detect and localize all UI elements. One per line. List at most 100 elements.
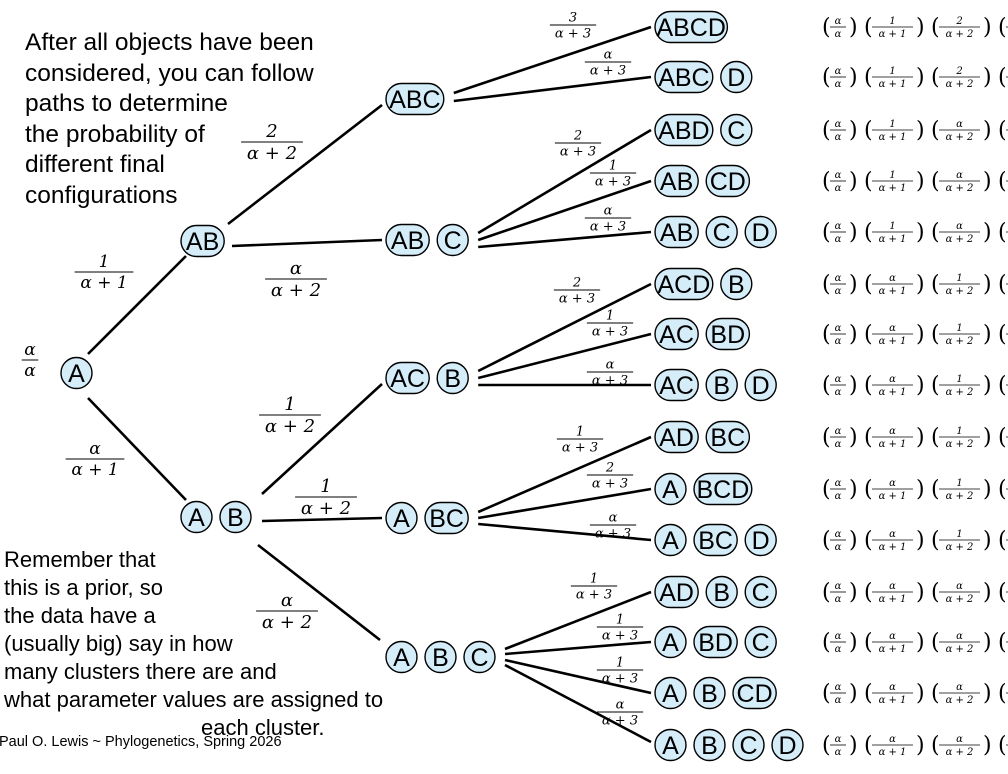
cluster-label: AC [390,365,425,393]
paren-open: ( [864,15,873,40]
edge [477,179,652,242]
fraction-denominator: α + 1 [80,273,127,293]
path-probability-row: (αα)(αα + 1)(1α + 2)(2α + 3) [822,477,1008,502]
path-factor: (αα) [822,528,858,553]
edge [477,435,652,514]
paren-open: ( [998,322,1007,347]
path-probability-row: (αα)(1α + 1)(αα + 2)(1α + 3) [822,169,1008,194]
edge [504,640,652,656]
fraction-numerator: 2 [573,128,582,143]
edge [261,383,383,495]
fraction-numerator: α [956,631,963,642]
path-factor: (1α + 3) [998,630,1008,655]
fraction-denominator: α + 1 [879,695,907,706]
paren-close: ) [849,322,858,347]
paren-open: ( [864,169,873,194]
fraction-denominator: α + 2 [946,387,974,398]
paren-open: ( [998,169,1007,194]
edge [504,663,652,744]
cluster-pill [180,224,225,258]
fraction-numerator: α [835,323,842,334]
cluster-label: C [739,732,757,760]
fraction-denominator: α + 1 [879,491,907,502]
fraction-denominator: α + 2 [946,79,974,90]
fraction-numerator: 2 [605,460,614,475]
fraction-numerator: α [956,682,963,693]
paren-open: ( [998,15,1007,40]
path-probability-row: (αα)(αα + 1)(1α + 2)(1α + 3) [822,322,1008,347]
fraction-numerator: α [889,273,896,284]
cluster-pill [436,223,469,257]
fraction-denominator: α + 2 [946,695,974,706]
cluster-pill [385,501,418,535]
cluster-pill [705,368,738,402]
cluster-pill [60,356,93,390]
cluster-label: D [752,372,770,400]
edge-weight: 1α + 2 [259,394,321,437]
fraction-denominator: α + 1 [879,594,907,605]
edge-weight: 1α + 3 [596,655,644,686]
fraction-numerator: α [616,697,625,712]
fraction-numerator: α [889,581,896,592]
paren-close: ) [916,630,925,655]
fraction-denominator: α + 1 [879,747,907,758]
paren-open: ( [931,65,940,90]
edge [478,230,652,249]
fraction-denominator: α + 2 [946,594,974,605]
fraction-numerator: α [835,170,842,181]
paren-close: ) [849,65,858,90]
paren-open: ( [931,322,940,347]
fraction-numerator: 1 [956,273,962,284]
paren-open: ( [864,220,873,245]
paren-close: ) [849,425,858,450]
note-line: (usually big) say in how [4,631,233,656]
path-factor: (1α + 3) [998,681,1008,706]
fraction-numerator: 1 [889,221,895,232]
cluster-pill [705,317,751,351]
cluster-label: C [752,629,770,657]
edge-weight: 2α + 3 [553,275,601,306]
path-factor: (αα) [822,15,858,40]
paren-close: ) [849,733,858,758]
fraction-denominator: α + 1 [879,286,907,297]
cluster-pill [219,500,252,534]
note-line: many clusters there are and [4,659,277,684]
path-probability-row: (αα)(αα + 1)(1α + 2)(αα + 3) [822,528,1008,553]
cluster-pill [744,625,777,659]
edge-weight: 1α + 3 [586,308,634,339]
paren-close: ) [983,15,992,40]
node-level1: AB [180,224,225,258]
fraction-numerator: α [835,682,842,693]
cluster-pill [654,625,687,659]
cluster-label: B [227,504,244,532]
fraction-numerator: α [889,374,896,385]
path-factor: (1α + 1) [864,118,925,143]
edge-weight: αα + 3 [589,510,637,541]
fraction-numerator: 2 [265,121,277,142]
cluster-label: ACD [658,271,711,299]
fraction-denominator: α + 2 [946,491,974,502]
cluster-label: B [728,271,745,299]
fraction-denominator: α [835,387,842,398]
cluster-label: BD [710,321,745,349]
fraction-denominator: α + 2 [301,498,351,519]
path-factor: (αα) [822,425,858,450]
cluster-label: A [662,527,679,555]
paren-open: ( [998,373,1007,398]
fraction-numerator: α [889,631,896,642]
cluster-pill [654,10,729,44]
path-factor: (αα + 2) [931,580,992,605]
path-factor: (αα) [822,733,858,758]
cluster-label: B [701,680,718,708]
fraction-numerator: α [24,340,36,360]
note-line: this is a prior, so [4,575,163,600]
path-factor: (αα) [822,169,858,194]
paren-close: ) [849,477,858,502]
paren-close: ) [849,169,858,194]
path-factor: (αα + 2) [931,118,992,143]
